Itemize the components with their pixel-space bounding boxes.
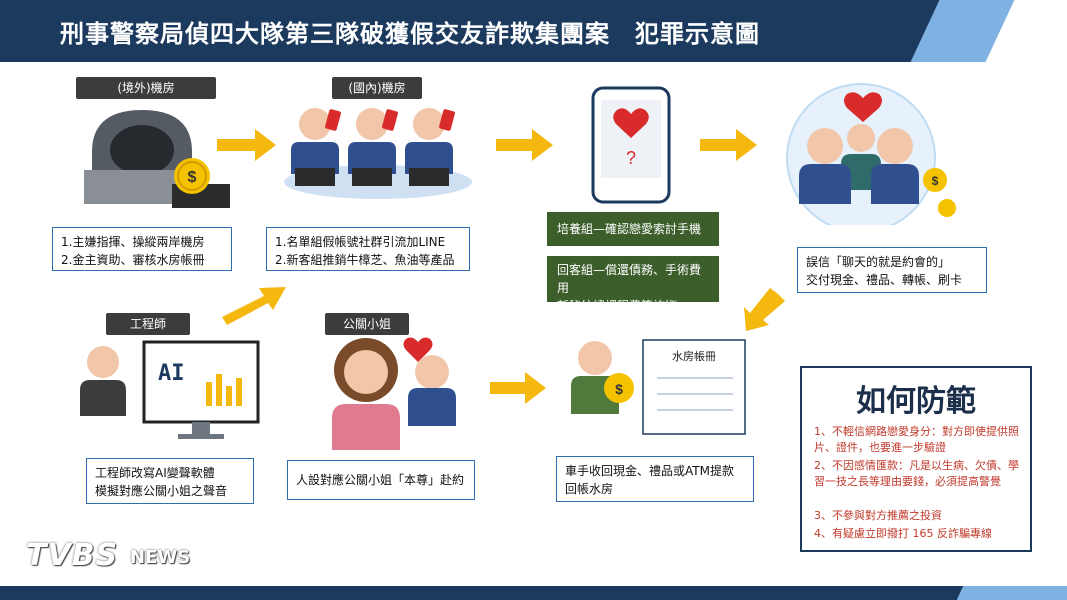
bar-icon	[206, 382, 212, 406]
arrow-right-icon	[496, 129, 553, 161]
victim-box: 誤信「聊天的就是約會的」 交付現金、禮品、轉帳、刷卡	[797, 247, 987, 293]
domestic-line-2: 2.新客組推銷牛樟芝、魚油等產品	[275, 253, 455, 267]
ledger-illustration: $	[571, 339, 746, 435]
footer-bar	[0, 586, 1067, 600]
monitor-icon: AI	[142, 340, 260, 439]
ledger-title: 水房帳冊	[672, 350, 716, 363]
operator-icon	[291, 108, 341, 186]
bar-icon	[236, 378, 242, 406]
domestic-room-box: 1.名單組假帳號社群引流加LINE 2.新客組推銷牛樟芝、魚油等產品	[266, 227, 470, 271]
cultivate-group-text: 培養組—確認戀愛索討手機	[557, 222, 702, 236]
arrow-right-icon	[490, 372, 546, 404]
bar-icon	[226, 386, 232, 406]
arrow-right-icon	[700, 129, 757, 161]
victim-illustration: $	[786, 83, 956, 225]
logo-sub: NEWS	[130, 547, 191, 568]
prevention-item: 2、不因感情匯款：凡是以生病、欠債、學習一技之長等理由要錢，必須提高警覺	[814, 459, 1019, 488]
coin-icon	[604, 373, 634, 403]
engineer-illustration: AI	[80, 340, 260, 439]
person-icon	[799, 128, 851, 204]
pr-lady-illustration	[332, 337, 456, 450]
domestic-room-tag: (國內)機房	[332, 77, 422, 99]
ledger-line-1: 車手收回現金、禮品或ATM提款	[565, 464, 734, 478]
cultivate-group-box: 培養組—確認戀愛索討手機	[547, 212, 719, 246]
overseas-room-box: 1.主嫌指揮、操縱兩岸機房 2.金主資助、審核水房帳冊	[52, 227, 232, 271]
page-title: 刑事警察局偵四大隊第三隊破獲假交友詐欺集團案 犯罪示意圖	[60, 20, 760, 48]
domestic-line-1: 1.名單組假帳號社群引流加LINE	[275, 235, 446, 249]
operator-icon	[348, 108, 398, 186]
ai-label: AI	[158, 361, 185, 386]
server-room-icon: $	[84, 110, 230, 208]
heart-icon	[844, 92, 882, 122]
coin-icon	[923, 168, 947, 192]
heart-icon	[613, 108, 649, 138]
overseas-line-2: 2.金主資助、審核水房帳冊	[61, 253, 205, 267]
footer-stripe	[956, 586, 1067, 600]
arrow-down-left-icon	[744, 288, 785, 331]
engineer-line-1: 工程師改寫AI變聲軟體	[95, 466, 215, 480]
person-icon	[871, 128, 919, 204]
prevention-item: 4、有疑慮立即撥打 165 反詐騙專線	[814, 527, 992, 540]
engineer-tag: 工程師	[106, 313, 190, 335]
engineer-box: 工程師改寫AI變聲軟體 模擬對應公關小姐之聲音	[86, 458, 254, 504]
ledger-box: 車手收回現金、禮品或ATM提款 回帳水房	[556, 456, 754, 502]
coin-icon	[938, 199, 956, 217]
call-center-icon	[284, 108, 472, 199]
coin-icon: $	[188, 169, 197, 186]
overseas-room-tag: (境外)機房	[76, 77, 216, 99]
return-group-box: 回客組—償還債務、手術費用 新秘紋繡課程費等詐術	[547, 256, 719, 313]
header-bar	[0, 0, 1067, 62]
prevention-box: 如何防範 1、不輕信網路戀愛身分：對方即使提供照片、證件，也要進一步驗證 2、不…	[800, 366, 1032, 552]
person-icon	[408, 355, 456, 426]
question-mark-icon: ?	[626, 148, 636, 168]
pr-lady-text: 人設對應公關小姐「本尊」赴約	[296, 473, 465, 487]
engineer-line-2: 模擬對應公關小姐之聲音	[95, 484, 228, 498]
svg-text:$: $	[932, 174, 939, 188]
person-icon	[80, 346, 126, 416]
pr-lady-box: 人設對應公關小姐「本尊」赴約	[287, 460, 475, 500]
pr-lady-tag: 公關小姐	[325, 313, 409, 335]
prevention-title: 如何防範	[856, 384, 976, 419]
prevention-item: 1、不輕信網路戀愛身分：對方即使提供照片、證件，也要進一步驗證	[814, 425, 1019, 454]
operator-icon	[405, 108, 455, 186]
return-group-line-2: 新秘紋繡課程費等詐術	[557, 299, 678, 313]
victim-line-2: 交付現金、禮品、轉帳、刷卡	[806, 273, 963, 287]
svg-text:$: $	[615, 381, 623, 397]
woman-icon	[332, 338, 400, 450]
ledger-book-icon	[642, 339, 746, 435]
ledger-line-2: 回帳水房	[565, 482, 614, 496]
heart-icon	[403, 337, 433, 362]
arrow-up-right-icon	[222, 287, 286, 325]
tvbs-news-logo: TVBS NEWS	[26, 538, 190, 573]
return-group-line-1: 回客組—償還債務、手術費用	[557, 263, 702, 295]
prevention-item: 3、不參與對方推薦之投資	[814, 509, 942, 522]
bar-icon	[216, 374, 222, 406]
overseas-line-1: 1.主嫌指揮、操縱兩岸機房	[61, 235, 205, 249]
phone-icon: ?	[591, 86, 671, 204]
arrow-right-icon	[217, 129, 276, 161]
logo-brand: TVBS	[26, 538, 119, 573]
victim-line-1: 誤信「聊天的就是約會的」	[806, 255, 951, 269]
